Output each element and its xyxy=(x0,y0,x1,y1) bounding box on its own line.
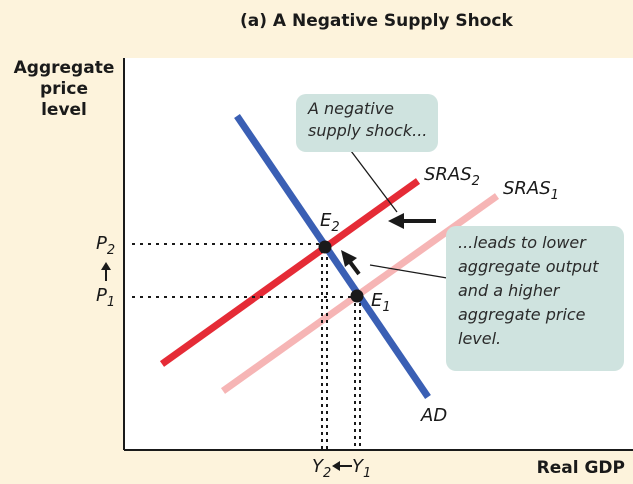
y1-label: Y1 xyxy=(352,456,371,481)
y-axis-label: Aggregate price level xyxy=(13,58,115,121)
sras2-curve xyxy=(159,178,421,367)
callout-bottom-pointer xyxy=(369,264,448,279)
equilibrium-e1-point xyxy=(350,289,364,303)
ad-label: AD xyxy=(420,405,447,426)
callout-top-line-1: A negative xyxy=(308,99,395,118)
sras1-label: SRAS1 xyxy=(503,178,559,203)
callout-supply-shock: A negative supply shock... xyxy=(296,94,438,152)
x-axis-label: Real GDP xyxy=(536,458,625,478)
y-axis-label-line-1: Aggregate xyxy=(13,58,115,78)
output-arrow-head xyxy=(332,461,340,471)
movement-arrow-line xyxy=(348,260,361,276)
price-arrow-head xyxy=(101,262,111,270)
callout-bottom-line-5: level. xyxy=(458,329,502,348)
callout-bottom-line-3: and a higher xyxy=(458,281,560,300)
callout-bottom-line-1: ...leads to lower xyxy=(458,233,586,252)
p2-label: P2 xyxy=(96,233,115,258)
movement-arrow-head xyxy=(341,250,357,267)
callout-bottom-line-4: aggregate price xyxy=(458,305,586,324)
y-axis-label-line-2: price xyxy=(40,79,88,99)
e1-label: E1 xyxy=(371,290,391,315)
y-axis-label-line-3: level xyxy=(41,100,87,120)
callout-top-pointer xyxy=(347,146,398,213)
callout-bottom-line-2: aggregate output xyxy=(458,257,599,276)
shift-arrow-head xyxy=(388,213,404,229)
callout-result: ...leads to lower aggregate output and a… xyxy=(446,226,624,371)
title-band: (a) A Negative Supply Shock xyxy=(0,0,633,47)
sras2-label: SRAS2 xyxy=(424,164,480,189)
ad-curve xyxy=(234,114,431,399)
e2-label: E2 xyxy=(320,210,340,235)
equilibrium-e2-point xyxy=(318,240,332,254)
y2-label: Y2 xyxy=(312,456,331,481)
p1-label: P1 xyxy=(96,285,115,310)
callout-top-line-2: supply shock... xyxy=(308,121,428,140)
figure-title: (a) A Negative Supply Shock xyxy=(240,11,513,31)
